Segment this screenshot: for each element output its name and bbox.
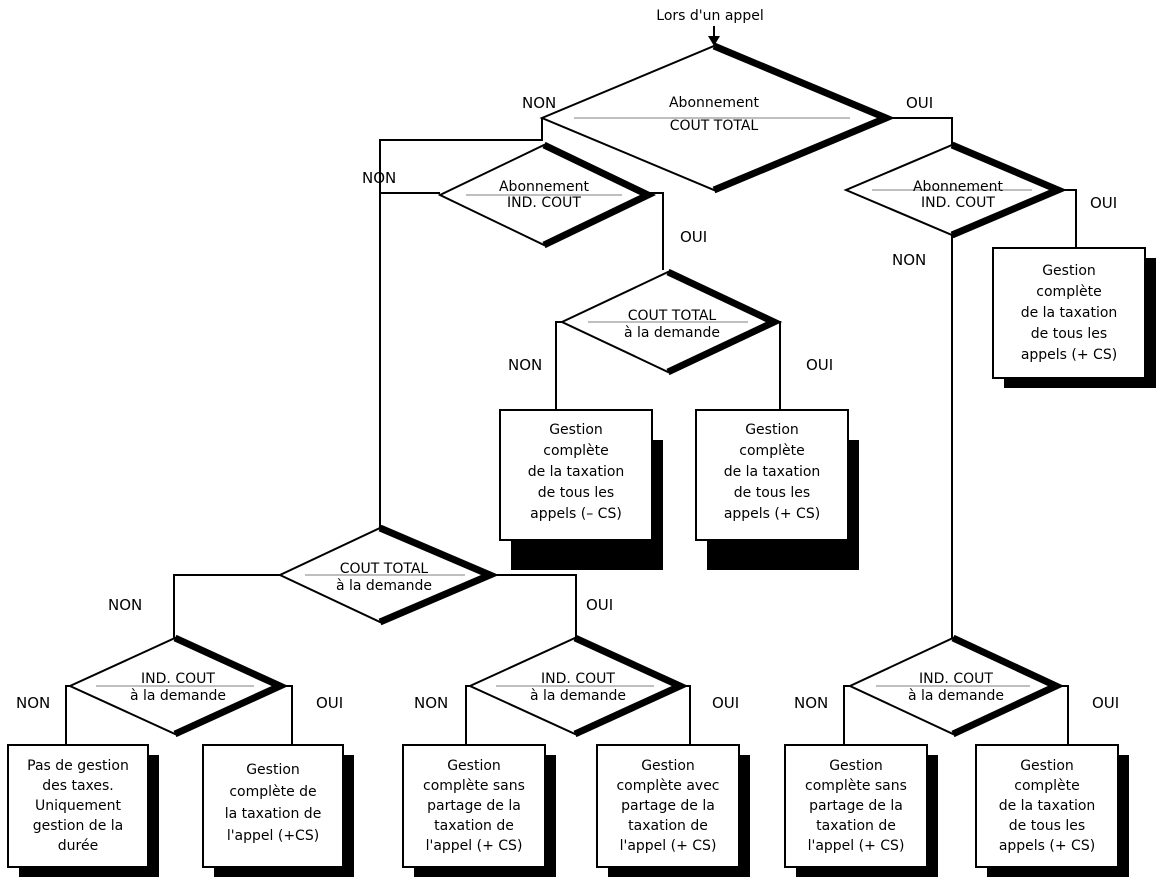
svg-text:Gestion: Gestion [1020,758,1074,774]
svg-text:OUI: OUI [680,228,707,246]
svg-text:taxation de: taxation de [816,818,896,834]
svg-text:de la taxation: de la taxation [1021,305,1118,321]
decision-cout-total-demande-top: COUT TOTAL à la demande [559,268,783,376]
svg-text:partage de la: partage de la [809,798,903,814]
start-label: Lors d'un appel [656,8,763,24]
svg-text:de la taxation: de la taxation [724,464,821,480]
outcome-box-6: Gestion complète sans partage de la taxa… [402,744,556,877]
svg-text:partage de la: partage de la [621,798,715,814]
connector-lines [65,117,1077,745]
svg-text:de la taxation: de la taxation [999,798,1096,814]
decision-abonnement-ind-cout-left: Abonnement IND. COUT [437,141,657,249]
svg-text:l'appel (+CS): l'appel (+CS) [227,828,319,844]
svg-text:NON: NON [892,251,926,269]
svg-text:NON: NON [108,596,142,614]
outcome-box-3: Gestion complète de la taxation de tous … [695,409,859,570]
svg-text:NON: NON [522,94,556,112]
svg-text:Abonnement: Abonnement [499,179,590,195]
svg-text:NON: NON [16,694,50,712]
decision-ind-cout-demande-right: IND. COUT à la demande [847,634,1065,738]
svg-text:taxation de: taxation de [434,818,514,834]
svg-text:à la demande: à la demande [530,688,626,704]
svg-text:l'appel (+ CS): l'appel (+ CS) [620,838,717,854]
svg-text:appels (+ CS): appels (+ CS) [999,838,1095,854]
svg-text:Gestion: Gestion [246,762,300,778]
svg-text:Uniquement: Uniquement [35,798,122,814]
svg-text:Pas de gestion: Pas de gestion [27,758,129,774]
svg-text:complète de: complète de [229,784,316,800]
svg-text:complète sans: complète sans [805,778,907,794]
svg-text:OUI: OUI [1090,194,1117,212]
svg-text:OUI: OUI [1092,694,1119,712]
svg-text:complète: complète [739,443,804,459]
svg-text:à la demande: à la demande [130,688,226,704]
svg-text:Gestion: Gestion [549,422,603,438]
svg-text:IND. COUT: IND. COUT [921,195,995,211]
svg-text:de la taxation: de la taxation [528,464,625,480]
svg-text:des taxes.: des taxes. [42,778,114,794]
svg-text:à la demande: à la demande [908,688,1004,704]
svg-text:IND. COUT: IND. COUT [141,671,215,687]
svg-text:Gestion: Gestion [1042,263,1096,279]
svg-text:appels (+ CS): appels (+ CS) [1021,347,1117,363]
svg-text:appels (+ CS): appels (+ CS) [724,506,820,522]
outcome-box-5: Gestion complète de la taxation de l'app… [202,744,354,877]
svg-text:OUI: OUI [586,596,613,614]
svg-text:Gestion: Gestion [447,758,501,774]
svg-text:NON: NON [414,694,448,712]
svg-text:durée: durée [58,838,98,854]
svg-text:NON: NON [508,356,542,374]
svg-text:Gestion: Gestion [745,422,799,438]
svg-text:complète: complète [1014,778,1079,794]
svg-text:OUI: OUI [906,94,933,112]
outcome-box-4: Pas de gestion des taxes. Uniquement ges… [7,744,159,877]
svg-text:COUT TOTAL: COUT TOTAL [628,308,717,324]
svg-text:OUI: OUI [712,694,739,712]
svg-text:partage de la: partage de la [427,798,521,814]
svg-text:l'appel (+ CS): l'appel (+ CS) [426,838,523,854]
svg-text:IND. COUT: IND. COUT [919,671,993,687]
svg-text:Abonnement: Abonnement [669,95,760,111]
outcome-box-7: Gestion complète avec partage de la taxa… [596,744,750,877]
start-arrow [708,26,720,46]
decision-ind-cout-demande-middle: IND. COUT à la demande [467,634,689,738]
svg-text:Gestion: Gestion [829,758,883,774]
svg-text:complète: complète [543,443,608,459]
svg-text:Abonnement: Abonnement [913,179,1004,195]
svg-text:de tous les: de tous les [1031,326,1107,342]
decision-abonnement-ind-cout-right: Abonnement IND. COUT [843,141,1067,239]
decision-abonnement-cout-total: Abonnement COUT TOTAL [539,42,896,194]
svg-text:Gestion: Gestion [641,758,695,774]
svg-text:la taxation de: la taxation de [225,806,322,822]
outcome-box-2: Gestion complète de la taxation de tous … [499,409,663,570]
svg-text:taxation de: taxation de [628,818,708,834]
svg-text:appels (– CS): appels (– CS) [530,506,622,522]
svg-text:complète avec: complète avec [616,778,719,794]
svg-text:à la demande: à la demande [336,578,432,594]
svg-text:OUI: OUI [316,694,343,712]
svg-text:NON: NON [362,169,396,187]
svg-text:COUT TOTAL: COUT TOTAL [340,561,429,577]
svg-text:COUT TOTAL: COUT TOTAL [670,118,759,134]
svg-text:à la demande: à la demande [624,325,720,341]
svg-text:l'appel (+ CS): l'appel (+ CS) [808,838,905,854]
svg-text:complète sans: complète sans [423,778,525,794]
svg-text:de tous les: de tous les [1009,818,1085,834]
svg-text:IND. COUT: IND. COUT [541,671,615,687]
outcome-box-8: Gestion complète sans partage de la taxa… [784,744,938,877]
svg-text:complète: complète [1036,284,1101,300]
decision-cout-total-demande-bottom: COUT TOTAL à la demande [277,524,499,626]
svg-text:de tous les: de tous les [538,485,614,501]
outcome-box-1: Gestion complète de la taxation de tous … [992,247,1156,388]
svg-text:OUI: OUI [806,356,833,374]
decision-ind-cout-demande-left: IND. COUT à la demande [67,634,289,738]
svg-text:IND. COUT: IND. COUT [507,195,581,211]
branch-labels: NON OUI NON OUI OUI NON NON OUI NON OUI … [16,94,1119,712]
outcome-box-9: Gestion complète de la taxation de tous … [975,744,1129,877]
svg-text:de tous les: de tous les [734,485,810,501]
svg-text:gestion de la: gestion de la [33,818,123,834]
svg-text:NON: NON [794,694,828,712]
